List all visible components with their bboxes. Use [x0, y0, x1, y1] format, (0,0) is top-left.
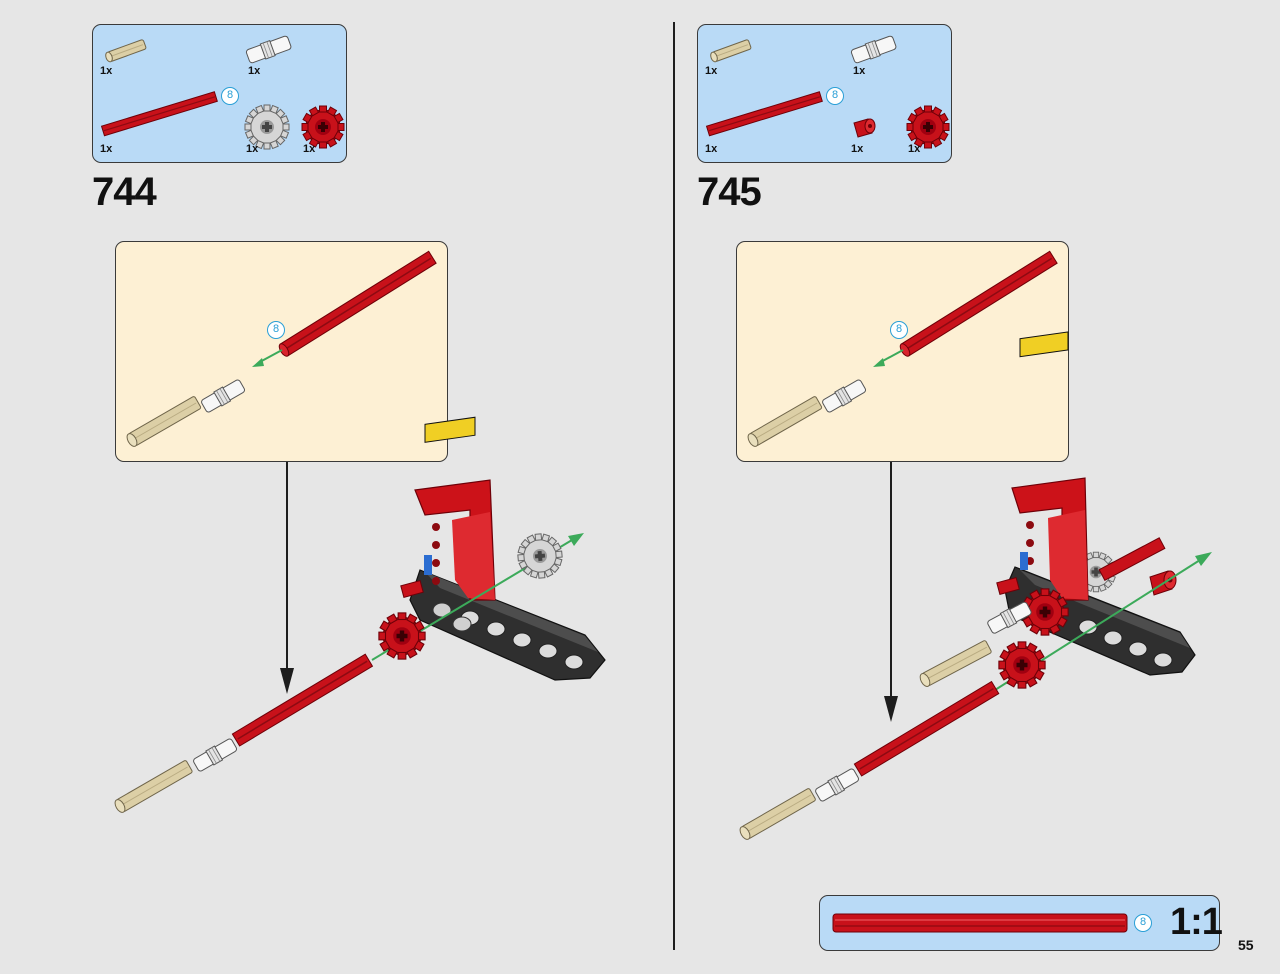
part-qty-red-axle: 1x: [100, 143, 113, 155]
scale-axle-8-icon: [832, 913, 1128, 933]
tan-axle-pin-icon: [708, 38, 752, 64]
part-qty-axle-pin: 1x: [100, 65, 113, 77]
red-axle-8-icon: [705, 91, 823, 137]
callout-arrow-line: [890, 462, 892, 702]
model-assembly-745: [739, 331, 1212, 840]
red-bush-icon: [853, 118, 876, 138]
part-qty-red-gear: 1x: [303, 143, 316, 155]
callout-arrow-head: [884, 696, 898, 722]
subassembly-length-badge: 8: [267, 321, 285, 339]
part-qty-grey-gear: 1x: [246, 143, 259, 155]
parts-list-744: 1x 1x 8 1x 1x 1x: [92, 24, 347, 163]
white-axle-connector-icon: [244, 33, 293, 66]
part-qty-red-axle: 1x: [705, 143, 718, 155]
callout-arrow-line: [286, 462, 288, 676]
scale-label: 1:1: [1170, 901, 1223, 943]
subassembly-callout-745: 8: [736, 241, 1069, 462]
length-badge-8: 8: [221, 87, 239, 105]
part-qty-red-gear: 1x: [908, 143, 921, 155]
callout-arrow-head: [280, 668, 294, 694]
scale-length-badge: 8: [1134, 914, 1152, 932]
subassembly-drawing-744: [126, 250, 437, 447]
part-qty-connector: 1x: [853, 65, 866, 77]
length-badge-8: 8: [826, 87, 844, 105]
page-number: 55: [1238, 937, 1254, 953]
red-axle-8-icon: [100, 91, 218, 137]
white-axle-connector-icon: [849, 33, 898, 66]
tan-axle-pin-icon: [103, 38, 147, 64]
model-assembly-744: [114, 416, 606, 813]
part-qty-red-bush: 1x: [851, 143, 864, 155]
part-qty-connector: 1x: [248, 65, 261, 77]
subassembly-length-badge: 8: [890, 321, 908, 339]
subassembly-callout-744: 8: [115, 241, 448, 462]
step-number-744: 744: [92, 170, 157, 214]
parts-list-745: 1x 1x 8 1x 1x 1x: [697, 24, 952, 163]
step-number-745: 745: [697, 170, 762, 214]
page-divider: [673, 22, 675, 950]
subassembly-drawing-745: [747, 250, 1058, 447]
part-qty-axle-pin: 1x: [705, 65, 718, 77]
